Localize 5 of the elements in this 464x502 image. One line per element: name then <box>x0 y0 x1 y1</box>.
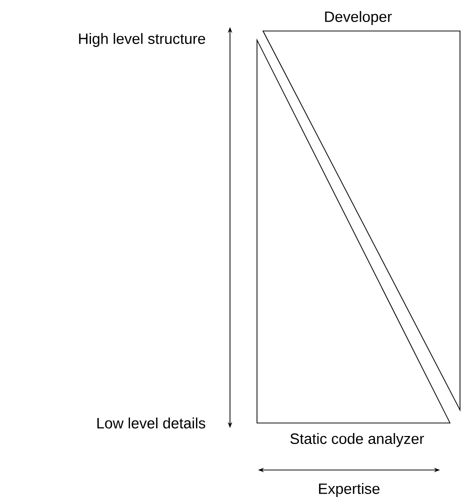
node-label: Static code analyzer <box>290 433 424 447</box>
node-label: Developer <box>325 11 392 25</box>
axis-label: Low level details <box>97 418 206 428</box>
axis-label: High level structure <box>79 33 206 47</box>
axis-label: Expertise <box>319 483 380 497</box>
